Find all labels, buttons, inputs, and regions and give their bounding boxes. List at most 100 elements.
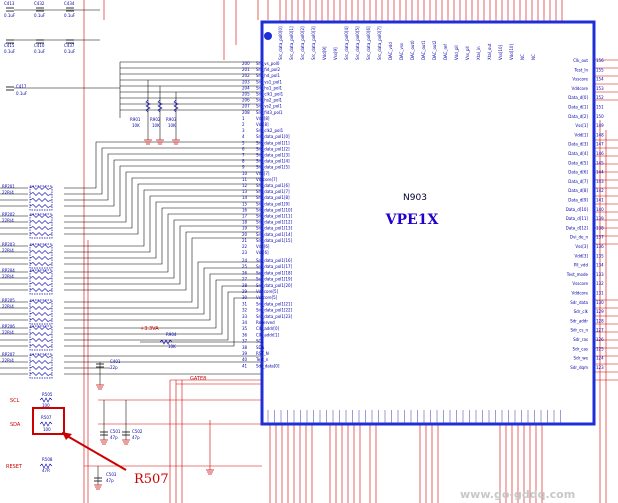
red-signal-wires: [83, 0, 618, 503]
cap-ref: C437: [64, 43, 75, 48]
pin-label: Src_data_pol1[12]: [256, 220, 293, 225]
callout-arrowhead-icon: [62, 432, 72, 440]
pin-number: 5: [242, 140, 245, 145]
pin-number: 30: [242, 295, 248, 300]
pin-number: 206: [242, 98, 250, 103]
pin-number: 34: [242, 320, 248, 325]
pin-label: Vddcore: [572, 86, 589, 91]
pin-number: 134: [596, 263, 604, 268]
resistor-element: [29, 338, 52, 342]
pin-label: SCL: [256, 339, 264, 344]
cap-ref: C410: [34, 43, 45, 48]
resistor-packs: RP20122R/4RP20222R/4RP20322R/4RP20422R/4…: [2, 184, 53, 379]
resistor-element: [29, 204, 52, 208]
resistor-element: [29, 318, 52, 322]
pin-number: 38: [242, 345, 248, 350]
pin-number: 155: [596, 67, 604, 72]
pin-label: Data_d[11]: [566, 216, 589, 221]
pin-number: 23: [242, 250, 248, 255]
pin-number: 201: [242, 67, 250, 72]
callout-highlight-box: [32, 407, 65, 435]
pin-label: Vdd[6]: [256, 244, 270, 249]
resistor-pack-body: [29, 269, 53, 295]
pin-number: 1: [242, 116, 245, 121]
pin-number: 135: [596, 253, 604, 258]
pin-number: 125: [596, 346, 604, 351]
pin-number: 20: [242, 232, 248, 237]
pin-label: DAC_out1: [421, 40, 426, 60]
net-label-gate: GATE8: [190, 376, 206, 382]
resistor-element: [29, 332, 52, 336]
cap-value: 0.1uF: [34, 13, 46, 18]
pin-number: 143: [596, 179, 604, 184]
pin-label: Sdr_we: [574, 356, 589, 361]
pin-number: 11: [242, 177, 248, 182]
pin-label: Sdr_addr: [570, 318, 588, 323]
pin-number: 6: [242, 146, 245, 151]
pin-number: 3: [242, 128, 245, 133]
chip-body: [260, 20, 596, 426]
pin-label: Src_vs1_pol1: [256, 79, 282, 84]
resistor-pack-body: [29, 353, 53, 379]
pin-label: Vss[9]: [333, 47, 338, 60]
pin-number: 7: [242, 153, 245, 158]
resistor-element: [29, 312, 52, 316]
resistor-pack-ref: RP207: [2, 352, 15, 357]
pin-label: Test_n: [255, 357, 269, 362]
pin-label: Data_d[1]: [568, 105, 588, 110]
pin-number: 29: [242, 289, 248, 294]
pin-label: Src_fid3_pol1: [256, 110, 283, 115]
pin-number: 200: [242, 61, 250, 66]
pin-label: Data_d[9]: [568, 198, 588, 203]
pin-label: DAC_ref: [443, 44, 448, 60]
pin-number: 32: [242, 308, 248, 313]
resistor-value: 10K: [152, 123, 160, 128]
pin-label: Src_data_pol1[10]: [256, 207, 293, 212]
pin-number: 204: [242, 85, 250, 90]
resistor-pack-ref: RP205: [2, 298, 15, 303]
pin-label: Vss_pll: [465, 46, 470, 60]
cap-ref: C503: [106, 472, 117, 477]
resistor-element: [29, 344, 52, 348]
cap-ref: C413: [4, 1, 15, 6]
resistor-element: [29, 262, 52, 266]
pin-label: Vdd_pll: [454, 45, 459, 60]
cap-value: 47p: [132, 435, 140, 440]
pin-label: NC: [520, 54, 525, 60]
resistor-element: [29, 226, 52, 230]
pin-label: Src_data_pol1[2]: [256, 146, 290, 151]
pin-number: 41: [242, 363, 248, 368]
pin-number: 31: [242, 301, 248, 306]
resistor-element: [29, 366, 52, 370]
pin-label: Src_data_pol1[5]: [256, 165, 290, 170]
resistor-value: 10K: [168, 344, 176, 349]
resistor-pack-body: [29, 213, 53, 239]
resistor-element: [29, 306, 52, 310]
resistor-element: [29, 354, 52, 358]
cap-value: 0.1uF: [34, 49, 46, 54]
resistor-pack-value: 22R/4: [2, 304, 14, 309]
pin-number: 28: [242, 283, 248, 288]
pin-label: Src_data_pol1[0]: [256, 134, 290, 139]
pin-label: Vss[3]: [575, 244, 588, 249]
pin-label: Vss[8]: [256, 122, 269, 127]
pin-number: 205: [242, 92, 250, 97]
resistor-pack-ref: RP201: [2, 184, 15, 189]
ground-symbols: [94, 139, 214, 490]
pin-label: Src_data_pol1[14]: [256, 232, 293, 237]
pin-label: Src_hs2_pol1: [256, 98, 283, 103]
pin-number: 22: [242, 244, 248, 249]
pin-number: 35: [242, 326, 248, 331]
pin-number: 13: [242, 189, 248, 194]
pin-label: Clk_addr[0]: [256, 326, 280, 331]
pin-label: Vsscore: [572, 77, 588, 82]
resistor-ref: R903: [166, 117, 177, 122]
pin-label: Src_data_pol0[6]: [366, 26, 371, 60]
pin-number: 21: [242, 238, 248, 243]
resistor-pack-body: [29, 185, 53, 211]
pin-label: Data_d[8]: [568, 188, 588, 193]
cap-value: 0.1uF: [4, 49, 16, 54]
pin1-marker: [264, 32, 272, 40]
pin-label: Data_d[6]: [568, 170, 588, 175]
pin-label: DAC_vdd: [388, 42, 393, 60]
